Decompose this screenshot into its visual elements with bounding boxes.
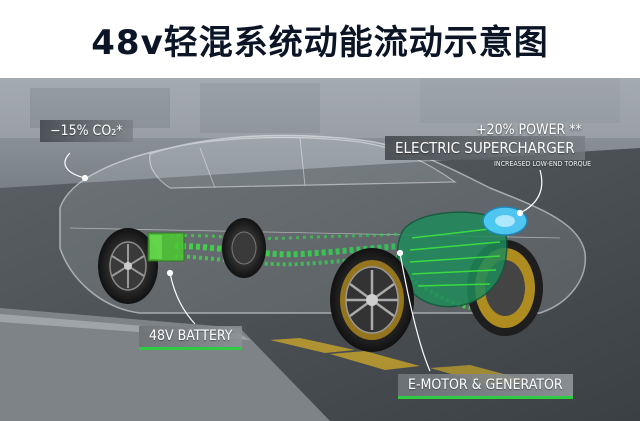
battery-label: 48V BATTERY — [139, 326, 243, 350]
power-label: +20% POWER ** — [476, 122, 582, 138]
co2-label: −15% CO₂* — [40, 120, 133, 142]
supercharger — [482, 206, 528, 236]
sidewalk — [0, 308, 330, 421]
battery-pack — [147, 232, 185, 262]
front-wheel — [330, 248, 414, 352]
motor-label: E-MOTOR & GENERATOR — [398, 374, 573, 399]
scene-illustration — [0, 78, 640, 421]
torque-label: INCREASED LOW-END TORQUE — [494, 160, 592, 168]
rear-wheel — [98, 228, 158, 304]
supercharger-label: ELECTRIC SUPERCHARGER — [385, 136, 585, 160]
rear-wheel-far — [222, 218, 266, 278]
diagram-title: 48v轻混系统动能流动示意图 — [0, 0, 640, 78]
car-scene: −15% CO₂* +20% POWER ** ELECTRIC SUPERCH… — [0, 78, 640, 421]
motor-generator-unit — [396, 211, 508, 308]
building-facade — [0, 78, 640, 138]
callout-lines — [64, 152, 543, 372]
